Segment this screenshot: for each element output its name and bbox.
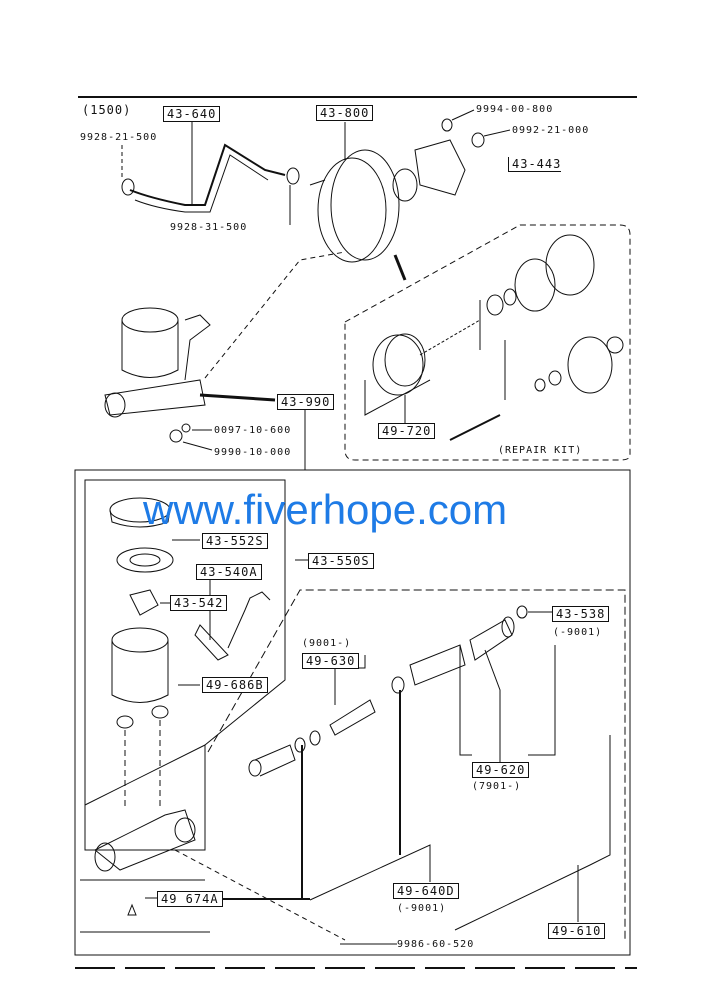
reservoir-parts [109, 497, 308, 810]
watermark: www.fiverhope.com [143, 486, 508, 533]
part-43-443[interactable]: 43-443 [508, 157, 562, 172]
lower-frame [74, 469, 631, 956]
part-43-800[interactable]: 43-800 [316, 105, 374, 121]
part-43-540a[interactable]: 43-540A [196, 564, 262, 580]
part-43-640[interactable]: 43-640 [163, 106, 221, 122]
part-43-550s[interactable]: 43-550S [308, 553, 374, 569]
part-43-552s[interactable]: 43-552S [202, 533, 268, 549]
variant-label: (1500) [82, 103, 132, 117]
brake-booster [309, 109, 511, 281]
part-49-620[interactable]: 49-620 [472, 762, 530, 778]
part-49-720[interactable]: 49-720 [378, 423, 436, 439]
master-cylinder-body [80, 809, 397, 945]
part-9994-00-800[interactable]: 9994-00-800 [476, 104, 554, 115]
piston-kit-range: (9001-) [302, 638, 352, 649]
part-0097-10-600[interactable]: 0097-10-600 [214, 425, 292, 436]
part-49-610[interactable]: 49-610 [548, 923, 606, 939]
part-49-630[interactable]: 49-630 [302, 653, 360, 669]
part-43-538[interactable]: 43-538 [552, 606, 610, 622]
part-9990-10-000[interactable]: 9990-10-000 [214, 447, 292, 458]
part-9928-31-500[interactable]: 9928-31-500 [170, 222, 248, 233]
part-0992-21-000[interactable]: 0992-21-000 [512, 125, 590, 136]
secondary-piston-range: (-9001) [397, 903, 447, 914]
part-49-640d[interactable]: 49-640D [393, 883, 459, 899]
vacuum-hose [121, 122, 300, 225]
repair-kit-parts [364, 234, 624, 441]
piston-frame [207, 589, 626, 940]
part-49-686b[interactable]: 49-686B [202, 677, 268, 693]
frame-diagonal [84, 744, 206, 806]
part-9986-60-520[interactable]: 9986-60-520 [397, 939, 475, 950]
master-cylinder-upper [104, 251, 346, 470]
part-43-990[interactable]: 43-990 [277, 394, 335, 410]
part-9928-21-500[interactable]: 9928-21-500 [80, 132, 158, 143]
snap-ring-range: (-9001) [553, 627, 603, 638]
repair-kit-frame [344, 224, 631, 461]
primary-piston-range: (7901-) [472, 781, 522, 792]
piston-parts [248, 605, 611, 931]
part-49-674a[interactable]: 49 674A [157, 891, 223, 907]
part-43-542[interactable]: 43-542 [170, 595, 228, 611]
repair-kit-label: (REPAIR KIT) [498, 445, 583, 456]
